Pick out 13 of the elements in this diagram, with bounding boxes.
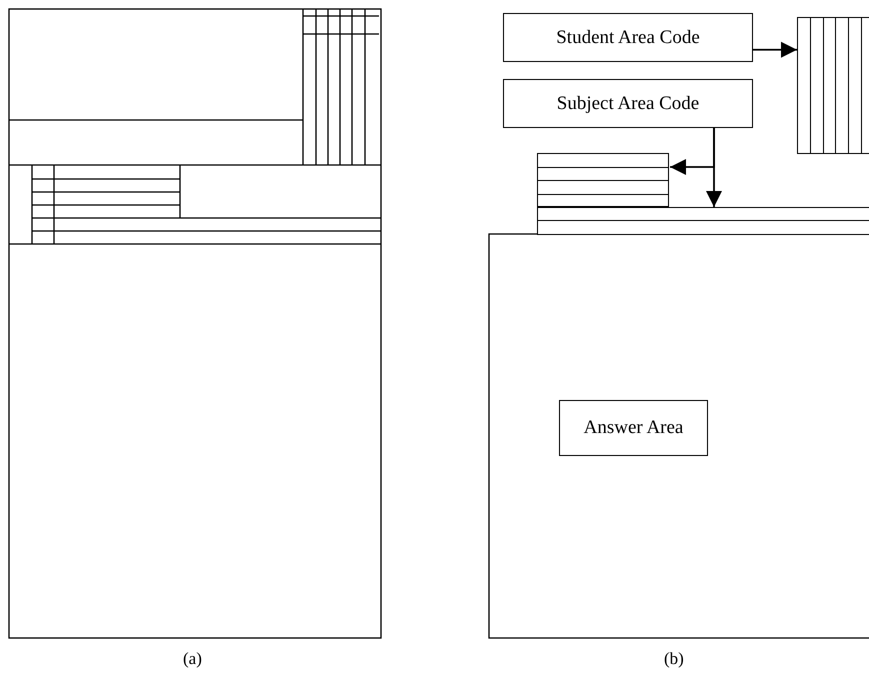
panel-label: (b): [664, 649, 684, 669]
label-box: [503, 13, 753, 62]
code-rows: [537, 153, 669, 207]
box-label: Student Area Code: [555, 26, 701, 48]
label-box: [503, 79, 753, 128]
arrow: [753, 42, 797, 58]
code-grid: [797, 17, 869, 154]
box-label: Subject Area Code: [556, 92, 700, 114]
code-rows: [537, 207, 869, 235]
box-label: Answer Area: [582, 417, 684, 439]
label-box: [559, 400, 708, 456]
arrow: [706, 128, 722, 207]
panel-label: (a): [183, 649, 202, 669]
